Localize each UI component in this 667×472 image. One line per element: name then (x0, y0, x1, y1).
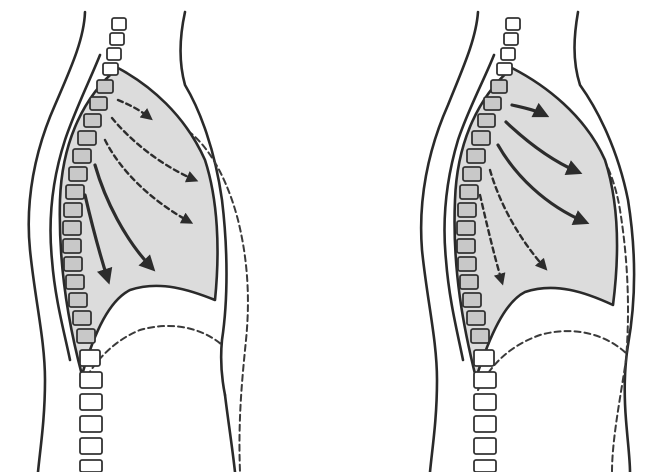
vertebra (66, 275, 84, 289)
vertebra (66, 185, 84, 199)
vertebra (103, 63, 118, 75)
vertebra (80, 438, 102, 454)
vertebra (504, 33, 518, 45)
vertebra (73, 149, 91, 163)
vertebra (73, 311, 91, 325)
left-front-lower-outline (225, 395, 235, 472)
vertebra (78, 131, 96, 145)
vertebra (63, 221, 81, 235)
vertebra (80, 394, 102, 410)
vertebra (472, 131, 490, 145)
vertebra (84, 114, 101, 127)
vertebra (474, 394, 496, 410)
vertebra (474, 416, 496, 432)
vertebra (501, 48, 515, 60)
vertebra (64, 203, 82, 217)
vertebra (474, 438, 496, 454)
vertebra (463, 293, 481, 307)
vertebra (484, 97, 501, 110)
vertebra (474, 372, 496, 388)
vertebra (80, 350, 100, 366)
right-panel (421, 12, 634, 472)
vertebra (471, 329, 489, 343)
vertebra (80, 416, 102, 432)
vertebra (474, 350, 494, 366)
vertebra (69, 167, 87, 181)
vertebra (97, 80, 113, 93)
vertebra (457, 239, 475, 253)
vertebra (69, 293, 87, 307)
vertebra (110, 33, 124, 45)
vertebra (491, 80, 507, 93)
vertebra (90, 97, 107, 110)
vertebra (467, 149, 485, 163)
vertebra (460, 275, 478, 289)
vertebra (458, 257, 476, 271)
vertebra (467, 311, 485, 325)
vertebra (80, 372, 102, 388)
vertebra (463, 167, 481, 181)
vertebra (63, 239, 81, 253)
vertebra (478, 114, 495, 127)
vertebra (80, 460, 102, 472)
vertebra (107, 48, 121, 60)
vertebra (506, 18, 520, 30)
vertebra (474, 460, 496, 472)
vertebra (457, 221, 475, 235)
vertebra (77, 329, 95, 343)
vertebra (64, 257, 82, 271)
vertebra (497, 63, 512, 75)
vertebra (458, 203, 476, 217)
right-diaphragm-dashed (478, 331, 628, 390)
left-panel (29, 12, 248, 472)
left-diaphragm-dashed (82, 326, 222, 385)
vertebra (112, 18, 126, 30)
vertebra (460, 185, 478, 199)
